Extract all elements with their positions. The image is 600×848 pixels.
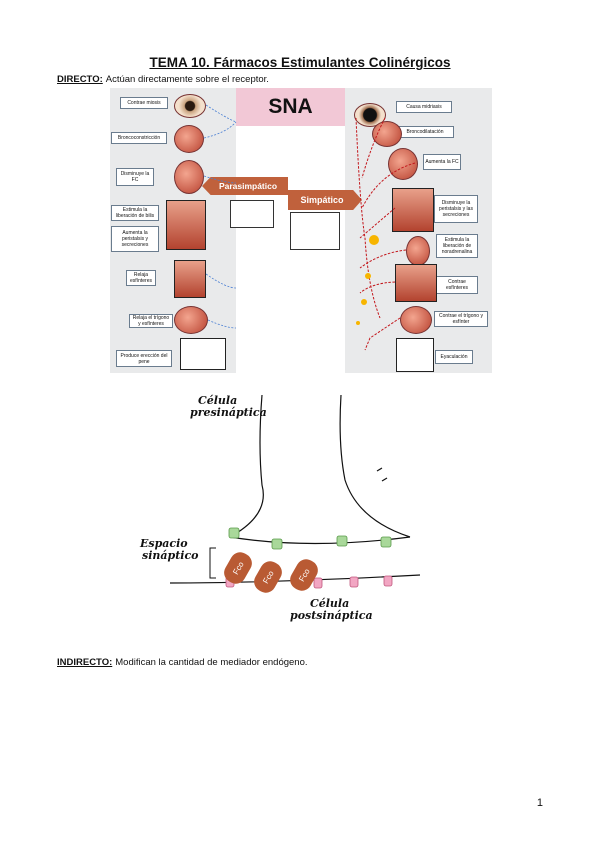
- indirecto-line: INDIRECTO:Modifican la cantidad de media…: [57, 657, 308, 668]
- presynaptic-membrane: [229, 394, 264, 538]
- bladder-icon: [400, 306, 432, 334]
- receptor-postsynaptic: [313, 577, 323, 589]
- drug-molecule: Fco: [290, 559, 318, 591]
- hammock-icon: [230, 200, 274, 228]
- right-label: Estimula la liberación de noradrenalina: [436, 234, 478, 258]
- parasympathetic-arrow: Parasimpático: [202, 177, 288, 195]
- postsynaptic-membrane: [169, 574, 421, 584]
- kidney-icon: [406, 236, 430, 266]
- postsynaptic-label: Célula postsináptica: [290, 597, 373, 622]
- bladder-icon: [174, 306, 208, 334]
- receptor-presynaptic: [271, 538, 283, 550]
- directo-label: DIRECTO:: [57, 74, 103, 85]
- cleft-label: Espacio sináptico: [140, 537, 199, 562]
- page-number: 1: [536, 797, 543, 809]
- left-label: Disminuye la FC: [116, 168, 154, 186]
- receptor-presynaptic: [380, 536, 392, 548]
- left-label: Broncoconstricción: [111, 132, 167, 144]
- left-label: Produce erección del pene: [116, 350, 172, 367]
- right-label: Causa midriasis: [396, 101, 452, 113]
- page-title: TEMA 10. Fármacos Estimulantes Colinérgi…: [149, 55, 451, 70]
- drug-molecule: Fco: [254, 561, 282, 593]
- indirecto-text: Modifican la cantidad de mediador endóge…: [115, 657, 308, 668]
- sna-title: SNA: [236, 88, 345, 126]
- intestine-icon: [392, 188, 434, 232]
- sna-figure: SNA Contrae miosis Broncoconstricción Di…: [110, 88, 492, 373]
- sympathetic-arrow: Simpático: [288, 190, 362, 210]
- presynaptic-label: Célula presináptica: [190, 394, 267, 419]
- right-label: Aumenta la FC: [423, 154, 461, 170]
- penis-icon: [396, 338, 434, 372]
- cleft-bracket: [209, 547, 216, 579]
- scared-figure-icon: [290, 212, 340, 250]
- nerve-connections: [203, 104, 416, 351]
- receptor-presynaptic: [336, 535, 348, 547]
- colon-icon: [395, 264, 437, 302]
- left-label: Aumenta la peristalsis y secreciones: [111, 226, 159, 252]
- eye-icon: [174, 94, 206, 118]
- directo-line: DIRECTO:Actúan directamente sobre el rec…: [57, 74, 269, 85]
- receptor-postsynaptic: [383, 575, 393, 587]
- right-label: Eyaculación: [435, 350, 473, 364]
- receptor-postsynaptic: [349, 576, 359, 588]
- intestine-icon: [166, 200, 206, 250]
- left-label: Relaja esfínteres: [126, 270, 156, 286]
- right-label: Disminuye la peristalsis y las secrecion…: [434, 195, 478, 223]
- bronchi-icon: [174, 125, 204, 153]
- right-label: Contrae el trígono y esfínter: [434, 311, 488, 327]
- heart-icon: [388, 148, 418, 180]
- presynaptic-membrane: [339, 394, 411, 538]
- left-label: Relaja el trígono y esfínteres: [129, 314, 173, 328]
- left-label: Contrae miosis: [120, 97, 168, 109]
- colon-icon: [174, 260, 206, 298]
- penis-icon: [180, 338, 226, 370]
- left-label: Estimula la liberación de bilis: [111, 205, 159, 221]
- synapse-figure: Fco Fco Fco: [169, 394, 421, 593]
- receptor-presynaptic: [228, 527, 240, 539]
- indirecto-label: INDIRECTO:: [57, 657, 113, 668]
- directo-text: Actúan directamente sobre el receptor.: [105, 74, 269, 85]
- drug-molecule: Fco: [224, 552, 252, 584]
- heart-icon: [174, 160, 204, 194]
